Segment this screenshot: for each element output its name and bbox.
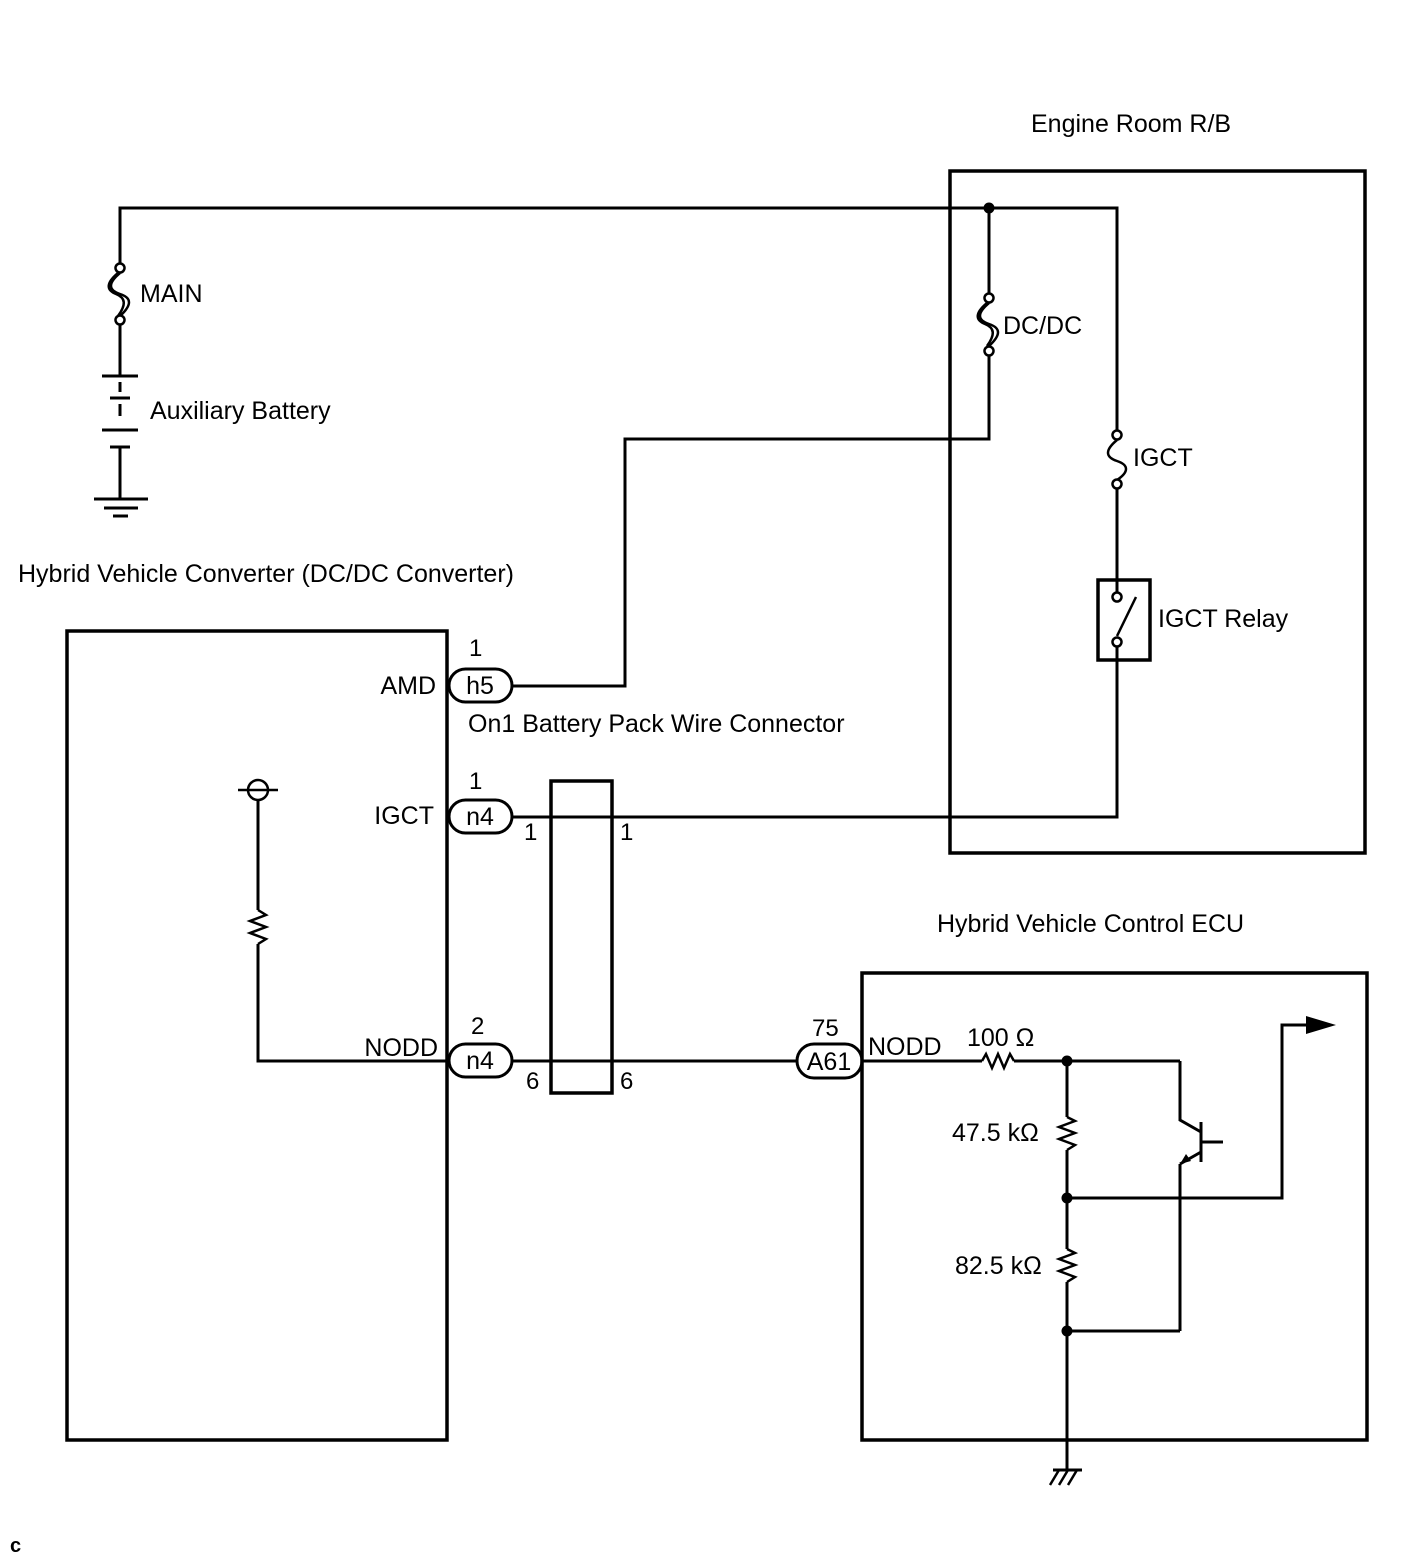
ecu-label: Hybrid Vehicle Control ECU: [937, 910, 1244, 938]
resistor-47-label: 47.5 kΩ: [952, 1119, 1039, 1147]
igct-fuse-symbol: [1106, 429, 1128, 490]
dcdc-fuse-label: DC/DC: [1003, 312, 1082, 340]
engine-room-label: Engine Room R/B: [1031, 110, 1231, 138]
h5-connector: h5: [447, 667, 514, 704]
n4-connector-nodd: n4: [447, 1042, 514, 1079]
resistor-47-icon: [1055, 1115, 1079, 1152]
main-power-wire: [118, 206, 1119, 435]
converter-label: Hybrid Vehicle Converter (DC/DC Converte…: [18, 560, 514, 588]
converter-resistor-icon: [246, 908, 270, 946]
dcdc-fuse-symbol: [976, 292, 1000, 357]
battery-connector-nodd-right-pin: 6: [620, 1068, 633, 1095]
amd-pin-name: AMD: [380, 672, 436, 700]
igct-relay-label: IGCT Relay: [1158, 605, 1289, 633]
resistor-100-label: 100 Ω: [967, 1024, 1034, 1052]
converter-nodd-wire: [256, 944, 447, 1063]
converter-pullup-terminal-icon: [238, 778, 278, 802]
igct-pin-number: 1: [469, 768, 482, 795]
igct-pin-name: IGCT: [374, 802, 434, 830]
auxiliary-battery-symbol: [102, 374, 138, 499]
igct-relay-symbol: [1096, 578, 1152, 662]
ecu-ground-icon: [1048, 1468, 1082, 1486]
svg-text:h5: h5: [466, 672, 494, 700]
battery-pack-connector-box: [549, 779, 614, 1095]
resistor-100-icon: [980, 1050, 1016, 1072]
signal-output-wire: [1067, 1023, 1306, 1200]
n4-connector-igct: n4: [447, 798, 514, 835]
ecu-box: [860, 971, 1369, 1442]
resistor-82-icon: [1055, 1247, 1079, 1284]
converter-box: [65, 629, 449, 1442]
main-fuse-symbol: [107, 262, 131, 326]
auxiliary-battery-label: Auxiliary Battery: [150, 397, 331, 425]
svg-text:n4: n4: [466, 803, 494, 831]
a61-connector: A61: [795, 1042, 864, 1080]
nodd-pin-number: 2: [471, 1013, 484, 1040]
svg-text:A61: A61: [807, 1048, 851, 1076]
battery-pack-connector-label: On1 Battery Pack Wire Connector: [468, 710, 845, 738]
signal-output-arrow-icon: [1306, 1016, 1336, 1034]
transistor-icon: [1178, 1061, 1223, 1331]
battery-connector-igct-left-pin: 1: [524, 819, 537, 846]
corner-mark: c: [10, 1535, 21, 1557]
battery-connector-nodd-left-pin: 6: [526, 1068, 539, 1095]
engine-room-rb-box: [948, 169, 1367, 855]
igct-wire: [512, 660, 1119, 819]
resistor-82-label: 82.5 kΩ: [955, 1252, 1042, 1280]
amd-wire: [512, 356, 991, 688]
svg-text:n4: n4: [466, 1047, 494, 1075]
battery-connector-igct-right-pin: 1: [620, 819, 633, 846]
nodd-pin-name: NODD: [364, 1034, 438, 1062]
igct-fuse-label: IGCT: [1133, 444, 1193, 472]
amd-pin-number: 1: [469, 635, 482, 662]
battery-ground-icon: [94, 497, 148, 518]
ecu-nodd-pin-name: NODD: [868, 1033, 942, 1061]
ecu-nodd-pin-number: 75: [812, 1015, 839, 1042]
main-fuse-label: MAIN: [140, 280, 203, 308]
